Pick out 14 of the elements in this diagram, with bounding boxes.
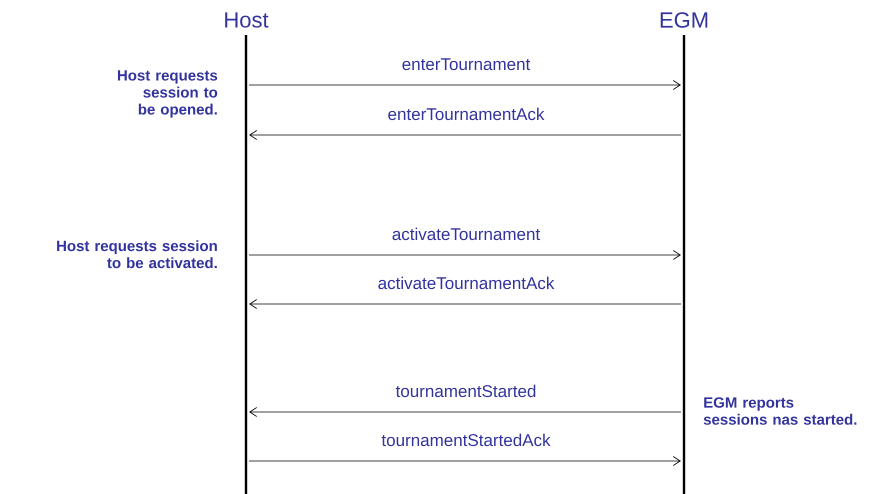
arrow: [249, 299, 682, 309]
arrow: [249, 130, 682, 140]
message-label: enterTournament: [402, 58, 530, 70]
arrow: [248, 250, 681, 260]
message-label: tournamentStarted: [396, 384, 536, 398]
message-label: activateTournament: [392, 228, 540, 240]
lifeline: Host: [225, 12, 268, 494]
arrow: [248, 80, 681, 90]
message-label: activateTournamentAck: [378, 276, 554, 290]
message-label: enterTournamentAck: [388, 108, 544, 120]
arrow: [249, 407, 682, 417]
note: EGM reports sessions nas started.: [704, 397, 856, 425]
arrow: [248, 456, 681, 466]
message-label: tournamentStartedAck: [382, 434, 551, 446]
